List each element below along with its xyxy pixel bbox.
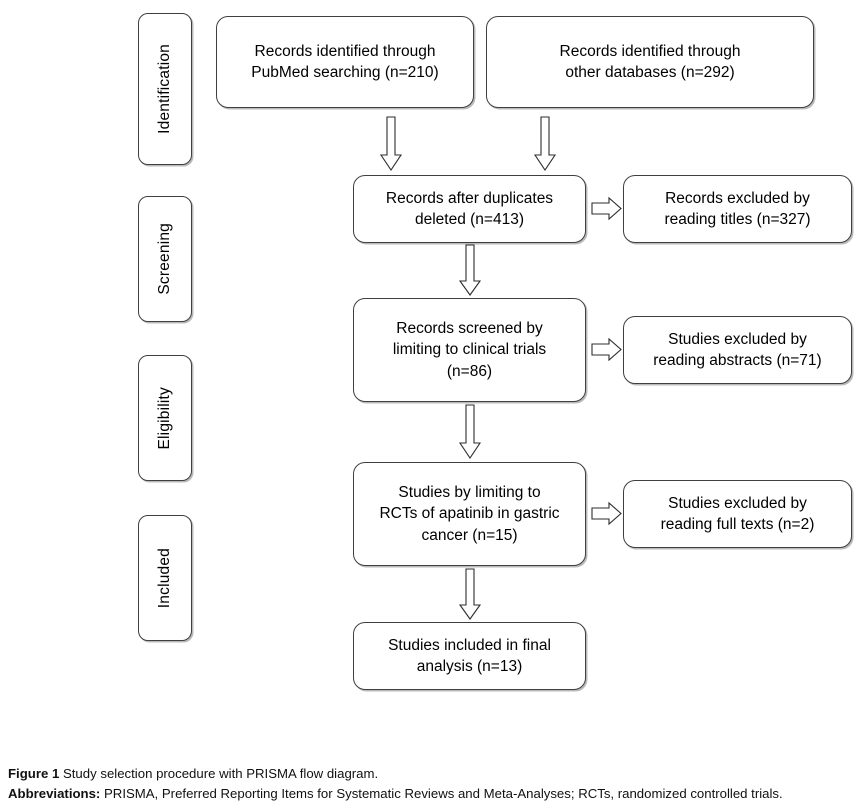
stage-label-eligibility: Eligibility [138,355,192,481]
stage-label-screening: Screening [138,196,192,322]
box-records-after-duplicates: Records after duplicates deleted (n=413) [353,175,586,243]
arrow-down-other-databases-to-duplicates [532,116,558,172]
stage-label-eligibility-text: Eligibility [156,386,173,450]
box-studies-excluded-fulltexts: Studies excluded by reading full texts (… [623,480,852,548]
box-records-screened-clinical-trials-text: Records screened by limiting to clinical… [392,319,547,380]
box-records-excluded-titles-text: Records excluded by reading titles (n=32… [664,189,811,228]
box-studies-excluded-abstracts: Studies excluded by reading abstracts (n… [623,316,852,384]
arrow-right-to-excluded-titles [591,196,622,221]
box-studies-excluded-abstracts-text: Studies excluded by reading abstracts (n… [653,330,822,369]
stage-label-screening-text: Screening [156,223,173,295]
arrow-down-pubmed-to-duplicates [378,116,404,172]
arrow-down-rcts-to-final [457,568,483,621]
stage-label-included-text: Included [156,547,173,609]
abbreviations-text: PRISMA, Preferred Reporting Items for Sy… [104,786,783,802]
arrow-down-duplicates-to-screened [457,244,483,297]
box-records-screened-clinical-trials: Records screened by limiting to clinical… [353,298,586,402]
abbreviations-label: Abbreviations: [8,786,101,802]
figure-caption-line-1: Figure 1 Study selection procedure with … [8,764,858,784]
stage-label-included: Included [138,515,192,641]
stage-label-identification: Identification [138,13,192,165]
box-studies-rcts-apatinib-text: Studies by limiting to RCTs of apatinib … [379,483,560,544]
box-records-identified-pubmed: Records identified through PubMed search… [216,16,474,108]
figure-caption: Figure 1 Study selection procedure with … [8,764,858,805]
box-records-excluded-titles: Records excluded by reading titles (n=32… [623,175,852,243]
box-records-identified-other-databases: Records identified through other databas… [486,16,814,108]
figure-number-label: Figure 1 [8,766,60,781]
arrow-right-to-excluded-abstracts [591,337,622,362]
figure-caption-text: Study selection procedure with PRISMA fl… [62,766,379,781]
arrow-down-screened-to-rcts [457,404,483,460]
box-records-identified-pubmed-text: Records identified through PubMed search… [251,42,439,81]
stage-label-identification-text: Identification [156,44,173,134]
box-studies-rcts-apatinib: Studies by limiting to RCTs of apatinib … [353,462,586,566]
box-studies-excluded-fulltexts-text: Studies excluded by reading full texts (… [660,494,815,533]
figure-caption-line-2: Abbreviations: PRISMA, Preferred Reporti… [8,784,858,804]
box-studies-included-final: Studies included in final analysis (n=13… [353,622,586,690]
box-records-identified-other-databases-text: Records identified through other databas… [559,42,741,81]
arrow-right-to-excluded-fulltexts [591,501,622,526]
box-studies-included-final-text: Studies included in final analysis (n=13… [388,636,551,675]
box-records-after-duplicates-text: Records after duplicates deleted (n=413) [385,189,554,228]
